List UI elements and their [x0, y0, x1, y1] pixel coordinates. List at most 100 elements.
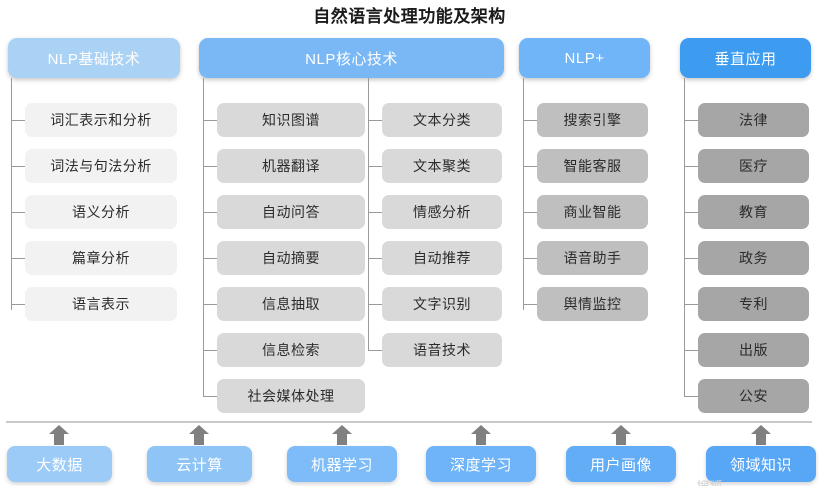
leaf-core-left-3-label: 自动问答	[262, 204, 320, 220]
branch-core-left-3	[203, 212, 217, 213]
branch-nlp-basic-5	[11, 304, 25, 305]
leaf-nlp-basic-5[interactable]: 语言表示	[25, 287, 177, 321]
watermark: 搜狐	[600, 476, 819, 486]
leaf-core-right-6[interactable]: 语音技术	[382, 333, 502, 367]
trunk-vertical-app	[684, 78, 685, 396]
leaf-core-right-4[interactable]: 自动推荐	[382, 241, 502, 275]
foundation-item-5[interactable]: 用户画像	[566, 446, 676, 482]
leaf-core-right-3[interactable]: 情感分析	[382, 195, 502, 229]
leaf-core-left-1-label: 知识图谱	[262, 112, 320, 128]
foundation-item-1-label: 大数据	[36, 456, 83, 474]
leaf-vertical-app-5[interactable]: 专利	[698, 287, 809, 321]
header-nlp-core-label: NLP核心技术	[305, 50, 398, 68]
leaf-nlp-basic-1[interactable]: 词汇表示和分析	[25, 103, 177, 137]
branch-vertical-app-1	[684, 120, 698, 121]
branch-nlp-plus-5	[523, 304, 537, 305]
leaf-vertical-app-5-label: 专利	[739, 296, 768, 312]
leaf-core-right-4-label: 自动推荐	[413, 250, 471, 266]
trunk-nlp-core-right	[368, 78, 369, 350]
branch-core-left-7	[203, 396, 217, 397]
branch-core-right-4	[368, 258, 382, 259]
branch-vertical-app-7	[684, 396, 698, 397]
leaf-vertical-app-3-label: 教育	[739, 204, 768, 220]
leaf-core-left-7[interactable]: 社会媒体处理	[217, 379, 365, 413]
branch-core-right-6	[368, 350, 382, 351]
foundation-item-3[interactable]: 机器学习	[287, 446, 397, 482]
leaf-vertical-app-3[interactable]: 教育	[698, 195, 809, 229]
arrow-up-icon-5	[610, 425, 632, 445]
leaf-nlp-basic-2[interactable]: 词法与句法分析	[25, 149, 177, 183]
leaf-nlp-basic-5-label: 语言表示	[72, 296, 130, 312]
leaf-core-left-5[interactable]: 信息抽取	[217, 287, 365, 321]
trunk-nlp-core-left	[203, 78, 204, 396]
branch-vertical-app-2	[684, 166, 698, 167]
leaf-core-right-6-label: 语音技术	[413, 342, 471, 358]
foundation-item-4[interactable]: 深度学习	[426, 446, 536, 482]
leaf-core-right-1[interactable]: 文本分类	[382, 103, 502, 137]
header-nlp-basic-label: NLP基础技术	[47, 50, 141, 68]
leaf-nlp-plus-5[interactable]: 舆情监控	[537, 287, 648, 321]
foundation-item-6[interactable]: 领域知识	[706, 446, 816, 482]
leaf-core-left-2[interactable]: 机器翻译	[217, 149, 365, 183]
leaf-nlp-basic-3[interactable]: 语义分析	[25, 195, 177, 229]
leaf-nlp-basic-4-label: 篇章分析	[72, 250, 130, 266]
leaf-core-left-4[interactable]: 自动摘要	[217, 241, 365, 275]
branch-nlp-basic-4	[11, 258, 25, 259]
branch-vertical-app-3	[684, 212, 698, 213]
leaf-core-right-1-label: 文本分类	[413, 112, 471, 128]
leaf-core-right-3-label: 情感分析	[413, 204, 471, 220]
arrow-up-icon-3	[331, 425, 353, 445]
leaf-vertical-app-6[interactable]: 出版	[698, 333, 809, 367]
foundation-item-5-label: 用户画像	[589, 456, 652, 474]
foundation-item-2-label: 云计算	[176, 456, 223, 474]
leaf-core-left-3[interactable]: 自动问答	[217, 195, 365, 229]
leaf-core-left-2-label: 机器翻译	[262, 158, 320, 174]
leaf-core-left-4-label: 自动摘要	[262, 250, 320, 266]
leaf-vertical-app-7-label: 公安	[739, 388, 768, 404]
leaf-vertical-app-4-label: 政务	[739, 250, 768, 266]
leaf-core-left-6-label: 信息检索	[262, 342, 320, 358]
leaf-vertical-app-4[interactable]: 政务	[698, 241, 809, 275]
foundation-item-2[interactable]: 云计算	[147, 446, 252, 482]
header-nlp-core[interactable]: NLP核心技术	[199, 38, 504, 78]
leaf-nlp-plus-2[interactable]: 智能客服	[537, 149, 648, 183]
foundation-item-1[interactable]: 大数据	[7, 446, 112, 482]
leaf-nlp-plus-1[interactable]: 搜索引擎	[537, 103, 648, 137]
branch-core-right-5	[368, 304, 382, 305]
leaf-core-left-1[interactable]: 知识图谱	[217, 103, 365, 137]
branch-core-left-1	[203, 120, 217, 121]
arrow-up-icon-6	[750, 425, 772, 445]
branch-vertical-app-4	[684, 258, 698, 259]
branch-core-right-2	[368, 166, 382, 167]
foundation-item-6-label: 领域知识	[729, 456, 792, 474]
arrow-up-icon-2	[188, 425, 210, 445]
leaf-nlp-plus-2-label: 智能客服	[563, 158, 622, 174]
leaf-vertical-app-1[interactable]: 法律	[698, 103, 809, 137]
header-nlp-basic[interactable]: NLP基础技术	[8, 38, 180, 78]
arrow-up-icon-1	[48, 425, 70, 445]
leaf-core-right-5-label: 文字识别	[413, 296, 471, 312]
branch-core-left-4	[203, 258, 217, 259]
branch-vertical-app-6	[684, 350, 698, 351]
leaf-core-left-6[interactable]: 信息检索	[217, 333, 365, 367]
leaf-nlp-plus-1-label: 搜索引擎	[563, 112, 622, 128]
page-title: 自然语言处理功能及架构	[313, 7, 506, 26]
trunk-nlp-plus	[523, 78, 524, 310]
leaf-vertical-app-2-label: 医疗	[739, 158, 768, 174]
foundation-item-4-label: 深度学习	[449, 456, 512, 474]
leaf-core-right-5[interactable]: 文字识别	[382, 287, 502, 321]
leaf-core-right-2[interactable]: 文本聚类	[382, 149, 502, 183]
foundation-separator	[6, 421, 812, 423]
leaf-nlp-plus-3[interactable]: 商业智能	[537, 195, 648, 229]
header-nlp-plus-label: NLP+	[564, 49, 605, 67]
leaf-nlp-plus-3-label: 商业智能	[563, 204, 622, 220]
leaf-nlp-basic-3-label: 语义分析	[72, 204, 130, 220]
header-vertical-app[interactable]: 垂直应用	[680, 38, 811, 78]
branch-vertical-app-5	[684, 304, 698, 305]
leaf-nlp-plus-4[interactable]: 语音助手	[537, 241, 648, 275]
leaf-vertical-app-2[interactable]: 医疗	[698, 149, 809, 183]
header-nlp-plus[interactable]: NLP+	[519, 38, 650, 78]
leaf-nlp-basic-4[interactable]: 篇章分析	[25, 241, 177, 275]
leaf-vertical-app-7[interactable]: 公安	[698, 379, 809, 413]
